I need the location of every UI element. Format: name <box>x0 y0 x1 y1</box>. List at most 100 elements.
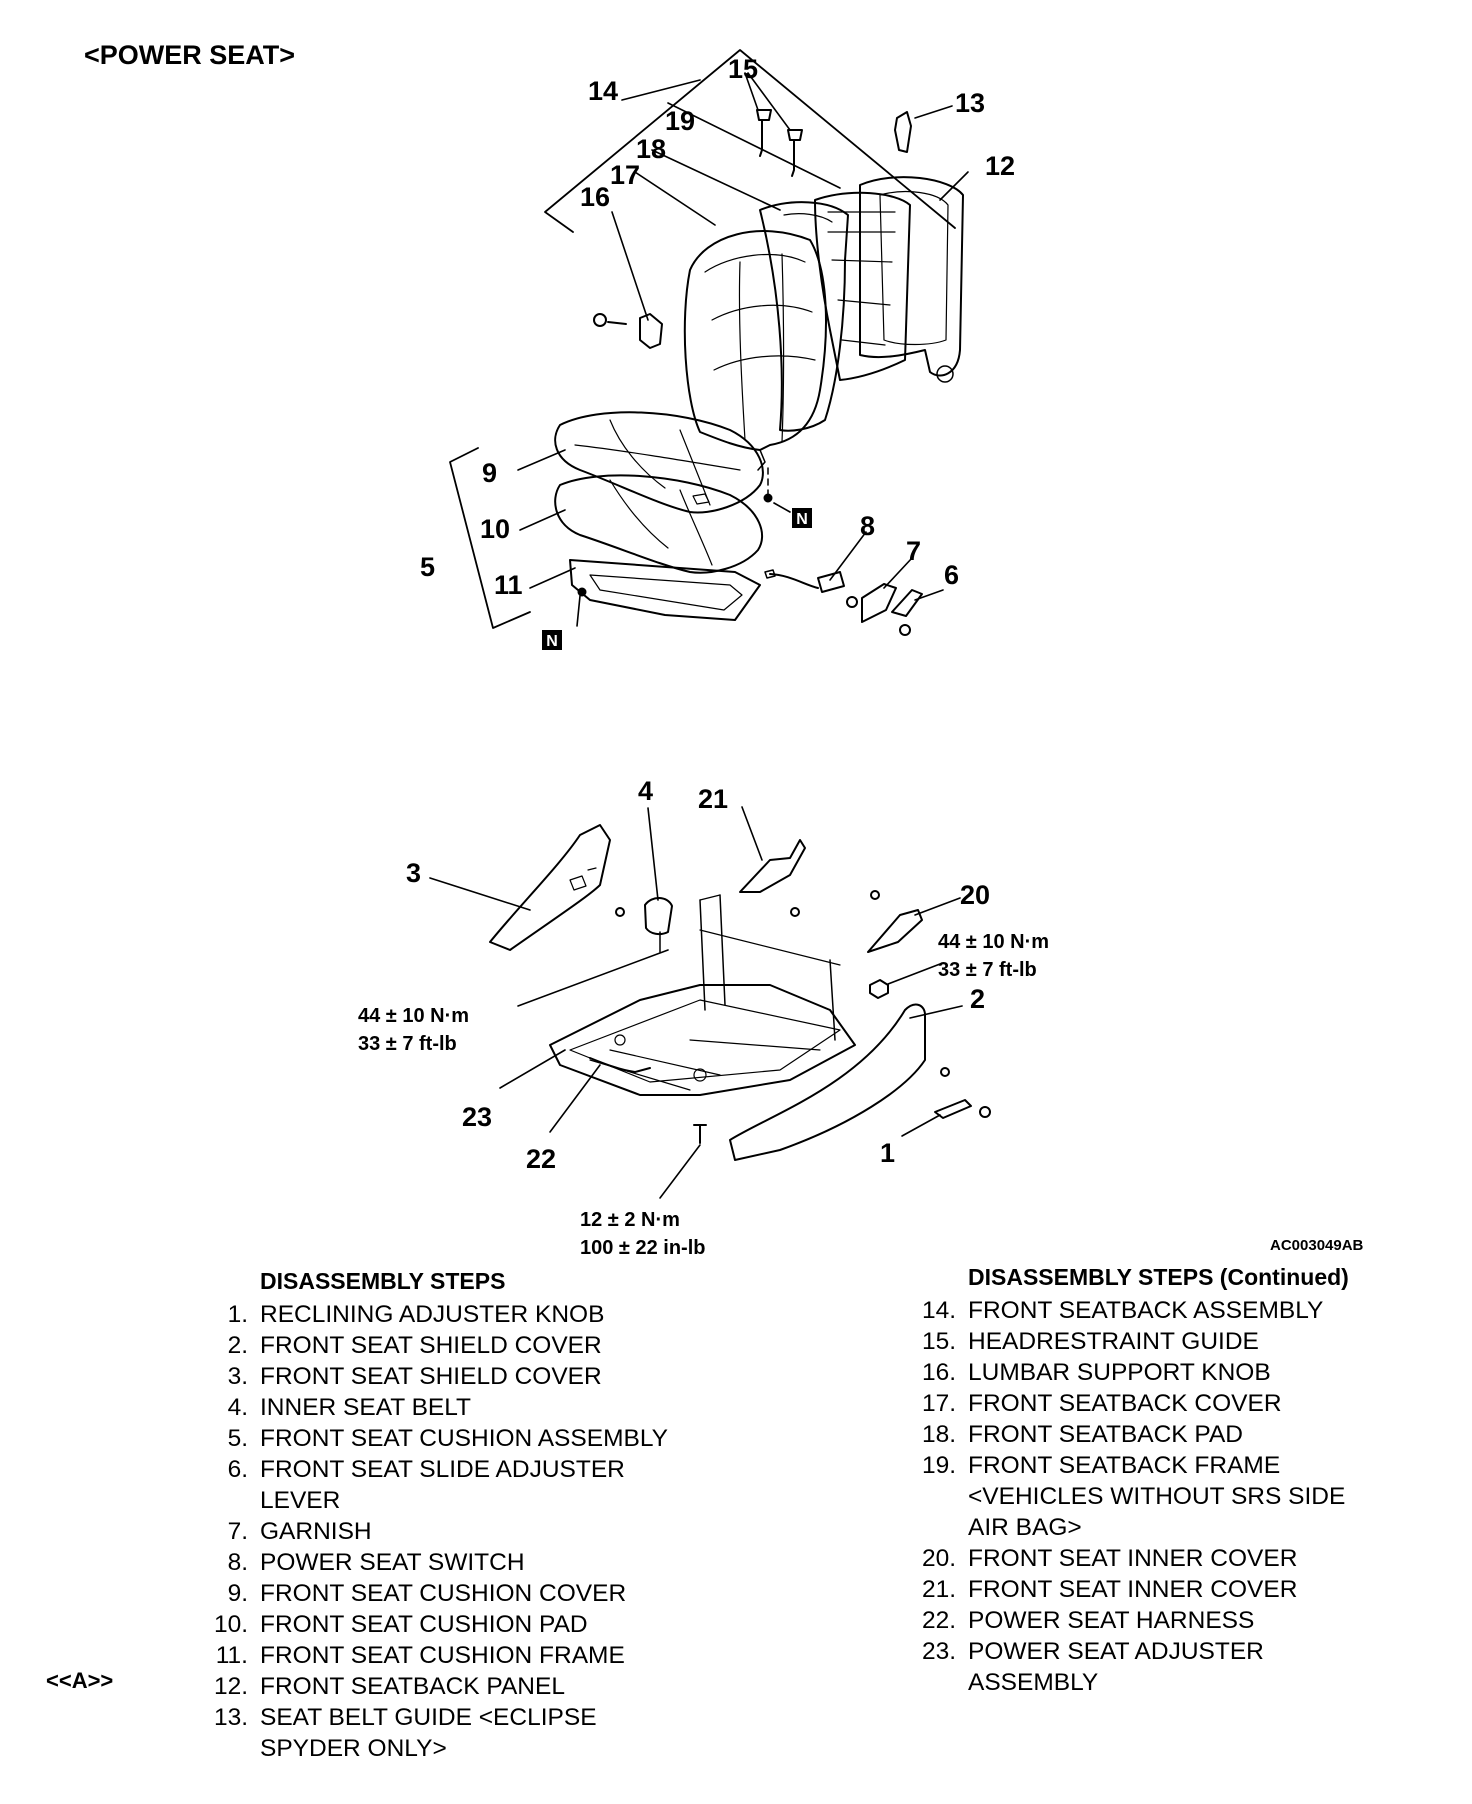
step-number: 22. <box>921 1607 956 1634</box>
step-number <box>204 1733 260 1764</box>
step-text: FRONT SEAT CUSHION PAD <box>260 1611 588 1638</box>
step-row: 10. FRONT SEAT CUSHION PAD <box>204 1609 724 1640</box>
step-row: 20. FRONT SEAT INNER COVER <box>912 1543 1432 1574</box>
step-text: ASSEMBLY <box>968 1669 1099 1696</box>
callout-18: 18 <box>636 134 666 164</box>
step-row: 13. SEAT BELT GUIDE <ECLIPSE <box>204 1702 724 1733</box>
step-row: 19. FRONT SEATBACK FRAME <box>912 1450 1432 1481</box>
step-number <box>912 1667 968 1698</box>
seat-belt-guide-part <box>894 111 912 153</box>
seatback-cover-part <box>683 230 827 451</box>
step-row: 11.FRONT SEAT CUSHION FRAME <box>204 1640 724 1671</box>
step-number: 19. <box>921 1452 956 1479</box>
inner-seat-belt-part <box>644 897 673 936</box>
figure-id: AC003049AB <box>1270 1237 1364 1254</box>
step-row: 16.LUMBAR SUPPORT KNOB <box>912 1357 1432 1388</box>
callout-11: 11 <box>494 570 523 600</box>
step-row: 4. INNER SEAT BELT <box>204 1392 724 1423</box>
steps-heading-continued: DISASSEMBLY STEPS (Continued) <box>968 1264 1349 1290</box>
step-row: ASSEMBLY <box>912 1667 1432 1698</box>
svg-text:N: N <box>546 633 558 650</box>
step-text: FRONT SEATBACK PANEL <box>260 1673 565 1700</box>
step-text: FRONT SEATBACK ASSEMBLY <box>968 1297 1324 1324</box>
step-number: 21. <box>921 1576 956 1603</box>
step-number: 1. <box>227 1301 248 1328</box>
step-text: POWER SEAT HARNESS <box>968 1607 1255 1634</box>
step-row: LEVER <box>204 1485 724 1516</box>
callout-4: 4 <box>638 776 653 806</box>
step-row: 18. FRONT SEATBACK PAD <box>912 1419 1432 1450</box>
step-row: 5. FRONT SEAT CUSHION ASSEMBLY <box>204 1423 724 1454</box>
step-text: FRONT SEATBACK FRAME <box>968 1452 1281 1479</box>
step-text: LEVER <box>260 1487 341 1514</box>
page-title: <POWER SEAT> <box>84 40 296 70</box>
callout-20: 20 <box>960 880 990 910</box>
callout-2: 2 <box>970 984 985 1014</box>
step-row: 8. POWER SEAT SWITCH <box>204 1547 724 1578</box>
step-row: 23. POWER SEAT ADJUSTER <box>912 1636 1432 1667</box>
step-row: 14.FRONT SEATBACK ASSEMBLY <box>912 1295 1432 1326</box>
step-text: FRONT SEAT CUSHION ASSEMBLY <box>260 1425 668 1452</box>
reclining-knob-part <box>934 1099 972 1119</box>
step-text: GARNISH <box>260 1518 372 1545</box>
step-text: INNER SEAT BELT <box>260 1394 472 1421</box>
step-number: 8. <box>227 1549 248 1576</box>
step-text: SEAT BELT GUIDE <ECLIPSE <box>260 1704 597 1731</box>
seatback-assembly-bracket <box>544 49 956 233</box>
step-text: FRONT SEAT SHIELD COVER <box>260 1332 602 1359</box>
disassembly-steps-right: DISASSEMBLY STEPS (Continued) 14.FRONT S… <box>912 1262 1432 1698</box>
callout-17: 17 <box>610 160 640 190</box>
cushion-frame-part <box>569 559 761 621</box>
step-row: 15.HEADRESTRAINT GUIDE <box>912 1326 1432 1357</box>
step-text: AIR BAG> <box>968 1514 1082 1541</box>
step-number: 20. <box>921 1545 956 1572</box>
step-number: 7. <box>227 1518 248 1545</box>
step-number: 4. <box>227 1394 248 1421</box>
garnish-part <box>861 583 897 623</box>
step-text: FRONT SEAT CUSHION COVER <box>260 1580 627 1607</box>
step-text: FRONT SEAT SLIDE ADJUSTER <box>260 1456 625 1483</box>
inner-cover-right-part <box>867 909 923 953</box>
power-seat-adjuster-part <box>549 894 856 1096</box>
disassembly-steps-left: DISASSEMBLY STEPS 1.RECLINING ADJUSTER K… <box>204 1266 724 1764</box>
step-text: SPYDER ONLY> <box>260 1735 447 1762</box>
callout-5: 5 <box>420 552 435 582</box>
callout-6: 6 <box>944 560 959 590</box>
step-text: POWER SEAT SWITCH <box>260 1549 525 1576</box>
step-text: FRONT SEATBACK PAD <box>968 1421 1243 1448</box>
callout-16: 16 <box>580 182 610 212</box>
step-row: 1.RECLINING ADJUSTER KNOB <box>204 1299 724 1330</box>
step-number: 2. <box>227 1332 248 1359</box>
step-number: 13. <box>213 1704 248 1731</box>
cushion-cover-part <box>554 411 764 514</box>
step-text: FRONT SEAT INNER COVER <box>968 1545 1298 1572</box>
slide-adjuster-lever-part <box>891 589 923 617</box>
step-text: LUMBAR SUPPORT KNOB <box>968 1359 1271 1386</box>
step-number: 11. <box>215 1642 248 1669</box>
step-number <box>912 1512 968 1543</box>
torque-right-nm: 44 ± 10 N·m <box>938 931 1049 953</box>
step-number: 10. <box>213 1611 248 1638</box>
callout-8: 8 <box>860 511 875 541</box>
step-number: 3. <box>227 1363 248 1390</box>
step-text: FRONT SEAT SHIELD COVER <box>260 1363 602 1390</box>
torque-right-ft: 33 ± 7 ft-lb <box>938 959 1037 981</box>
step-row: 6.FRONT SEAT SLIDE ADJUSTER <box>204 1454 724 1485</box>
nut-marker-upper: N <box>792 508 812 528</box>
step-row: 2. FRONT SEAT SHIELD COVER <box>204 1330 724 1361</box>
callout-14: 14 <box>588 76 618 106</box>
exploded-diagram: N N 14 15 13 19 18 12 17 16 9 10 8 7 5 6… <box>358 49 1364 1259</box>
callout-3: 3 <box>406 858 421 888</box>
step-number: 5. <box>227 1425 248 1452</box>
step-row: 22. POWER SEAT HARNESS <box>912 1605 1432 1636</box>
step-number <box>204 1485 260 1516</box>
step-number: 23. <box>921 1638 956 1665</box>
step-number: 18. <box>921 1421 956 1448</box>
callout-7: 7 <box>906 536 921 566</box>
step-row: 7. GARNISH <box>204 1516 724 1547</box>
nut-marker-lower: N <box>542 630 562 650</box>
step-text: POWER SEAT ADJUSTER <box>968 1638 1264 1665</box>
step-text: <VEHICLES WITHOUT SRS SIDE <box>968 1483 1346 1510</box>
step-number: 9. <box>227 1580 248 1607</box>
